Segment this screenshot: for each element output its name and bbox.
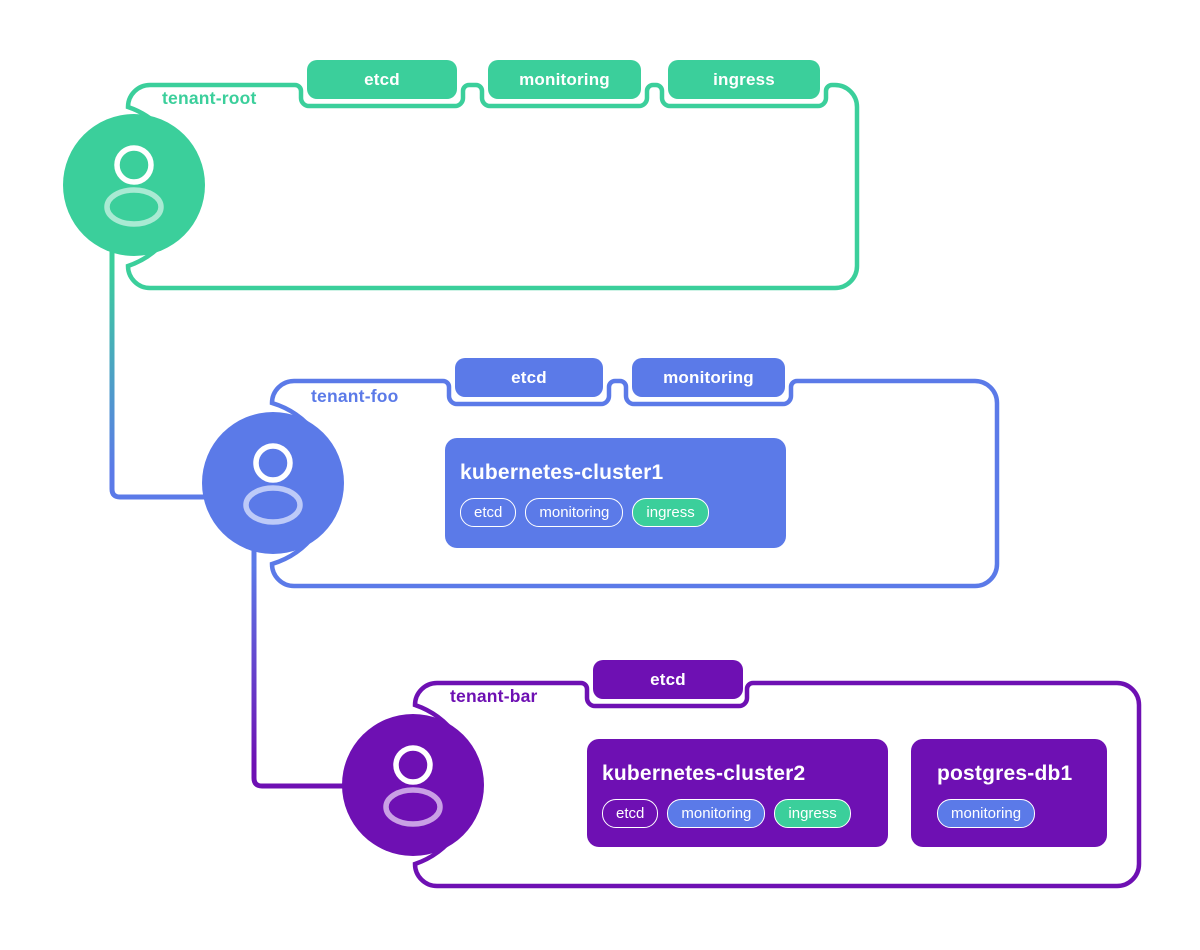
tenant-root-badge-etcd: etcd [307, 60, 457, 99]
resource-box-kubernetes-cluster2: kubernetes-cluster2 etcd monitoring ingr… [587, 739, 888, 847]
connector-foo-to-bar [251, 550, 352, 789]
badge-ingress: ingress [774, 799, 851, 828]
tenant-root-container-outline [125, 82, 860, 291]
tenant-bar-label: tenant-bar [450, 686, 538, 706]
user-icon-body [104, 187, 164, 227]
tenant-root-label: tenant-root [162, 88, 257, 108]
user-icon [253, 443, 293, 483]
tenant-foo-label: tenant-foo [311, 386, 399, 406]
user-icon [393, 745, 433, 785]
resource-badge-row: etcd monitoring ingress [602, 799, 872, 828]
connector-root-to-foo [109, 248, 216, 500]
tenant-root-badge-ingress: ingress [668, 60, 820, 99]
badge-ingress: ingress [632, 498, 709, 527]
tenant-root-badge-monitoring: monitoring [488, 60, 641, 99]
tenant-foo-avatar [202, 412, 344, 554]
resource-box-kubernetes-cluster1: kubernetes-cluster1 etcd monitoring ingr… [445, 438, 786, 548]
user-icon-body [383, 787, 443, 827]
user-icon [114, 145, 154, 185]
tenant-bar-avatar [342, 714, 484, 856]
resource-badge-row: monitoring [937, 799, 1091, 828]
badge-etcd: etcd [602, 799, 659, 828]
avatar-circle [342, 714, 484, 856]
resource-badge-row: etcd monitoring ingress [460, 498, 770, 527]
resource-title: kubernetes-cluster2 [602, 762, 806, 785]
tenant-root-avatar [63, 114, 205, 256]
avatar-circle [202, 412, 344, 554]
badge-monitoring: monitoring [667, 799, 766, 828]
badge-monitoring: monitoring [937, 799, 1036, 828]
badge-monitoring: monitoring [525, 498, 624, 527]
tenant-foo-badge-monitoring: monitoring [632, 358, 785, 397]
resource-title: postgres-db1 [937, 762, 1073, 785]
tenant-foo-badge-etcd: etcd [455, 358, 603, 397]
badge-etcd: etcd [460, 498, 517, 527]
user-icon-body [243, 485, 303, 525]
resource-title: kubernetes-cluster1 [460, 461, 664, 484]
avatar-circle [63, 114, 205, 256]
resource-box-postgres-db1: postgres-db1 monitoring [911, 739, 1107, 847]
tenant-bar-badge-etcd: etcd [593, 660, 743, 699]
